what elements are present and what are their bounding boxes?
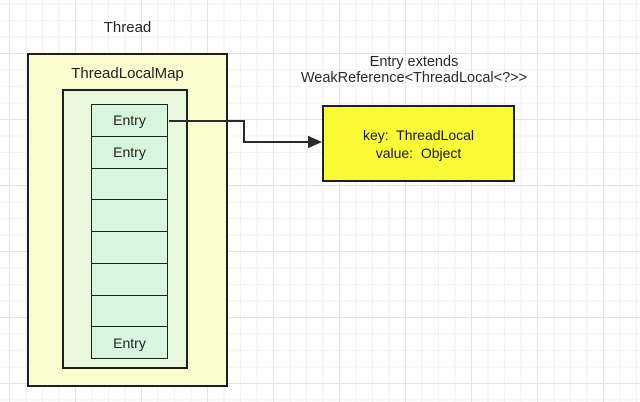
entry-slot — [91, 294, 168, 328]
entry-slot — [91, 167, 168, 201]
entry-key-line: key: ThreadLocal — [362, 126, 475, 143]
entry-slot-column: Entry Entry Entry — [91, 104, 168, 359]
caption-line-2: WeakReference<ThreadLocal<?>> — [300, 70, 528, 86]
entry-slot — [91, 262, 168, 296]
threadlocalmap-box: Entry Entry Entry — [62, 89, 188, 369]
entry-extends-caption: Entry extends WeakReference<ThreadLocal<… — [278, 54, 550, 86]
threadlocalmap-title: ThreadLocalMap — [71, 65, 184, 82]
thread-box: ThreadLocalMap Entry Entry Entry — [27, 53, 228, 387]
caption-line-1: Entry extends — [369, 54, 459, 70]
entry-detail-box: key: ThreadLocal value: Object — [322, 105, 515, 182]
entry-slot: Entry — [91, 135, 168, 169]
entry-slot: Entry — [91, 326, 168, 359]
thread-box-title: Thread — [103, 19, 152, 36]
entry-slot — [91, 199, 168, 232]
entry-slot — [91, 231, 168, 264]
entry-slot: Entry — [91, 104, 168, 137]
entry-value-line: value: Object — [375, 144, 462, 161]
